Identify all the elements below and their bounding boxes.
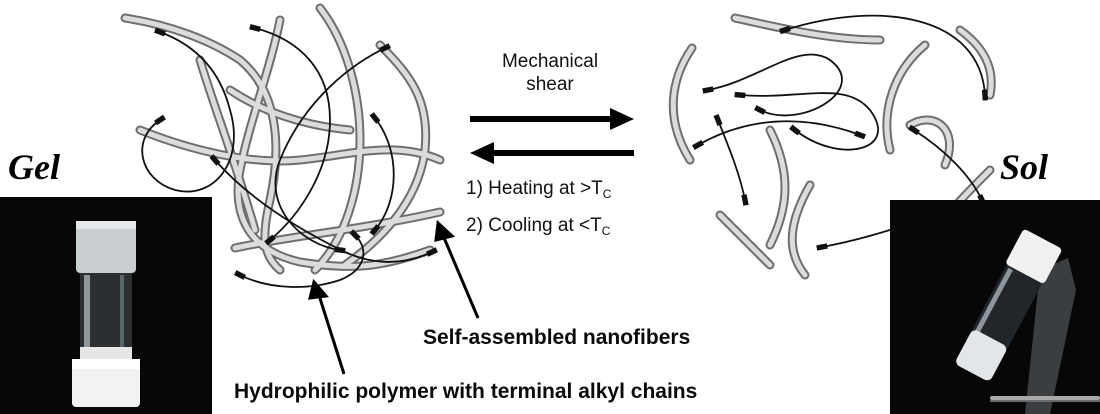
heating-step-label: 1) Heating at >TC (466, 178, 611, 201)
critical-temperature-subscript: C (601, 224, 611, 238)
gel-vial-photo (0, 197, 212, 414)
heating-step-text: 1) Heating at >T (466, 178, 603, 199)
critical-temperature-subscript: C (602, 187, 612, 201)
cooling-step-text: 2) Cooling at <T (466, 215, 602, 236)
sol-label: Sol (1000, 147, 1049, 187)
gel-polymer-chains (141, 23, 439, 288)
left-arrow-icon (470, 142, 634, 164)
gel-label: Gel (8, 147, 60, 187)
pointer-arrow-icon (308, 278, 346, 375)
polymer-annotation: Hydrophilic polymer with terminal alkyl … (234, 380, 698, 403)
pointer-arrow-icon (434, 219, 480, 319)
vial-icon (955, 229, 1100, 414)
nanofiber-annotation: Self-assembled nanofibers (423, 326, 691, 349)
cooling-step-label: 2) Cooling at <TC (466, 215, 610, 238)
sol-vial-photo (890, 200, 1100, 414)
vial-icon (72, 221, 140, 407)
right-arrow-icon (470, 108, 634, 130)
